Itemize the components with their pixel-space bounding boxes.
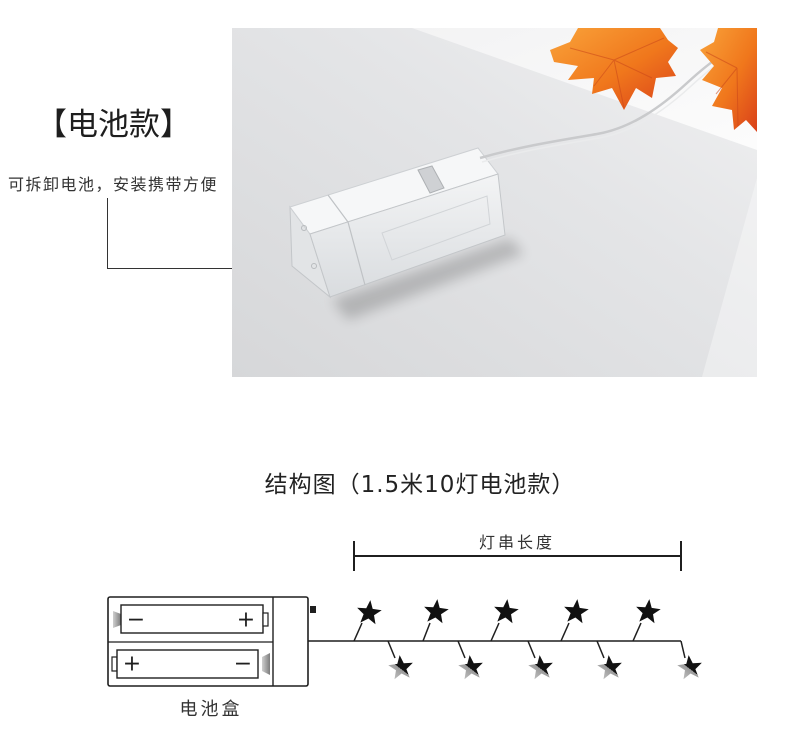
battery-contact-spring [113, 611, 121, 628]
box-shadow [332, 238, 524, 320]
box-switch [417, 165, 445, 194]
light-stem [632, 622, 642, 642]
light-stem [527, 640, 536, 659]
light-stem [387, 640, 396, 659]
star-light-icon [422, 597, 450, 624]
battery-terminal [262, 612, 269, 627]
maple-leaf [550, 28, 678, 110]
star-light-icon [492, 597, 520, 624]
diagram-title: 结构图（1.5米10灯电池款） [264, 472, 576, 498]
battery-cell [120, 604, 264, 634]
light-stem [680, 640, 686, 659]
box-screw [311, 263, 317, 269]
star-light-icon [457, 653, 485, 680]
battery-positive-sign: + [123, 652, 141, 677]
battery-box-photo [289, 147, 524, 320]
box-inner-compartment [381, 195, 491, 261]
battery-bottom: + − [111, 649, 270, 679]
star-light-icon [676, 653, 704, 680]
box-screw [301, 225, 307, 231]
battery-box-label: 电池盒 [179, 699, 243, 720]
battery-negative-sign: − [127, 608, 145, 633]
battery-box-switch [310, 606, 316, 613]
product-photo [232, 28, 757, 377]
maple-leaf [700, 28, 757, 132]
battery-terminal [111, 656, 118, 672]
battery-contact-spring [262, 653, 270, 675]
battery-negative-sign: − [234, 652, 252, 677]
light-stem [596, 640, 605, 659]
battery-box-outline [107, 596, 309, 687]
box-lid-seam [327, 194, 366, 286]
box-front-face [309, 173, 506, 298]
battery-top: − + [113, 604, 269, 634]
callout-line-horizontal [107, 268, 232, 269]
white-paper [412, 28, 757, 150]
star-light-icon [634, 597, 662, 624]
light-stems [353, 622, 686, 659]
star-lights-top [355, 597, 662, 625]
section-title: 【电池款】 [36, 107, 191, 143]
star-light-icon [355, 598, 383, 625]
callout-line-vertical [107, 198, 108, 269]
star-light-icon [387, 653, 415, 680]
battery-cell [116, 649, 259, 679]
star-light-icon [562, 597, 590, 624]
light-stem [490, 622, 500, 642]
light-stem [353, 622, 363, 642]
feature-caption: 可拆卸电池，安装携带方便 [8, 175, 219, 194]
light-stem [422, 622, 431, 642]
battery-box: − + + − [107, 596, 316, 687]
light-stem [457, 640, 466, 659]
star-light-icon [596, 653, 624, 680]
light-reflection [702, 178, 757, 377]
light-stem [560, 622, 570, 642]
battery-positive-sign: + [237, 608, 255, 633]
string-length-label: 灯串长度 [478, 533, 555, 552]
star-light-icon [527, 653, 555, 680]
star-lights-bottom [387, 653, 704, 680]
